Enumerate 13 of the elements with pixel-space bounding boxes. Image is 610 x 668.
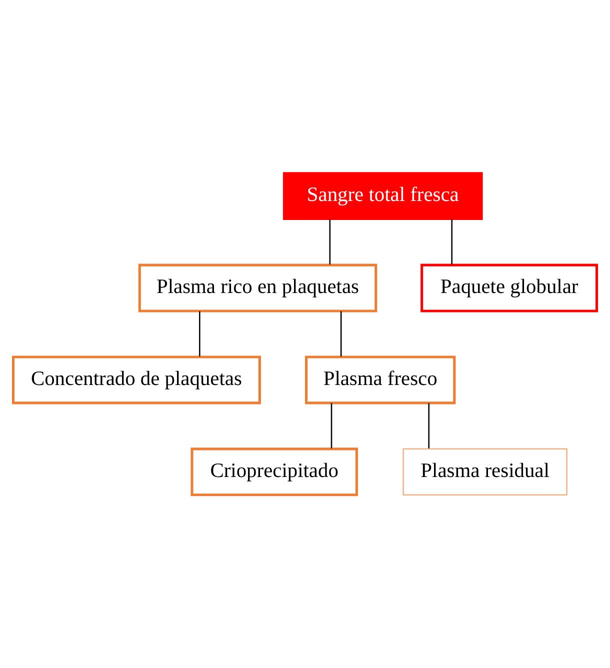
node-box: Concentrado de plaquetas: [12, 356, 261, 404]
connector: [451, 219, 452, 265]
node-box: Paquete globular: [420, 264, 598, 312]
connector: [428, 403, 430, 448]
connector: [330, 403, 332, 448]
node-box: Plasma rico en plaquetas: [138, 264, 378, 312]
node-box: Sangre total fresca: [282, 172, 483, 220]
node-box: Crioprecipitado: [190, 448, 358, 496]
connector: [329, 219, 331, 265]
connector: [340, 311, 342, 356]
connector: [199, 311, 200, 356]
node-box: Plasma fresco: [305, 356, 456, 404]
node-box: Plasma residual: [402, 448, 568, 496]
